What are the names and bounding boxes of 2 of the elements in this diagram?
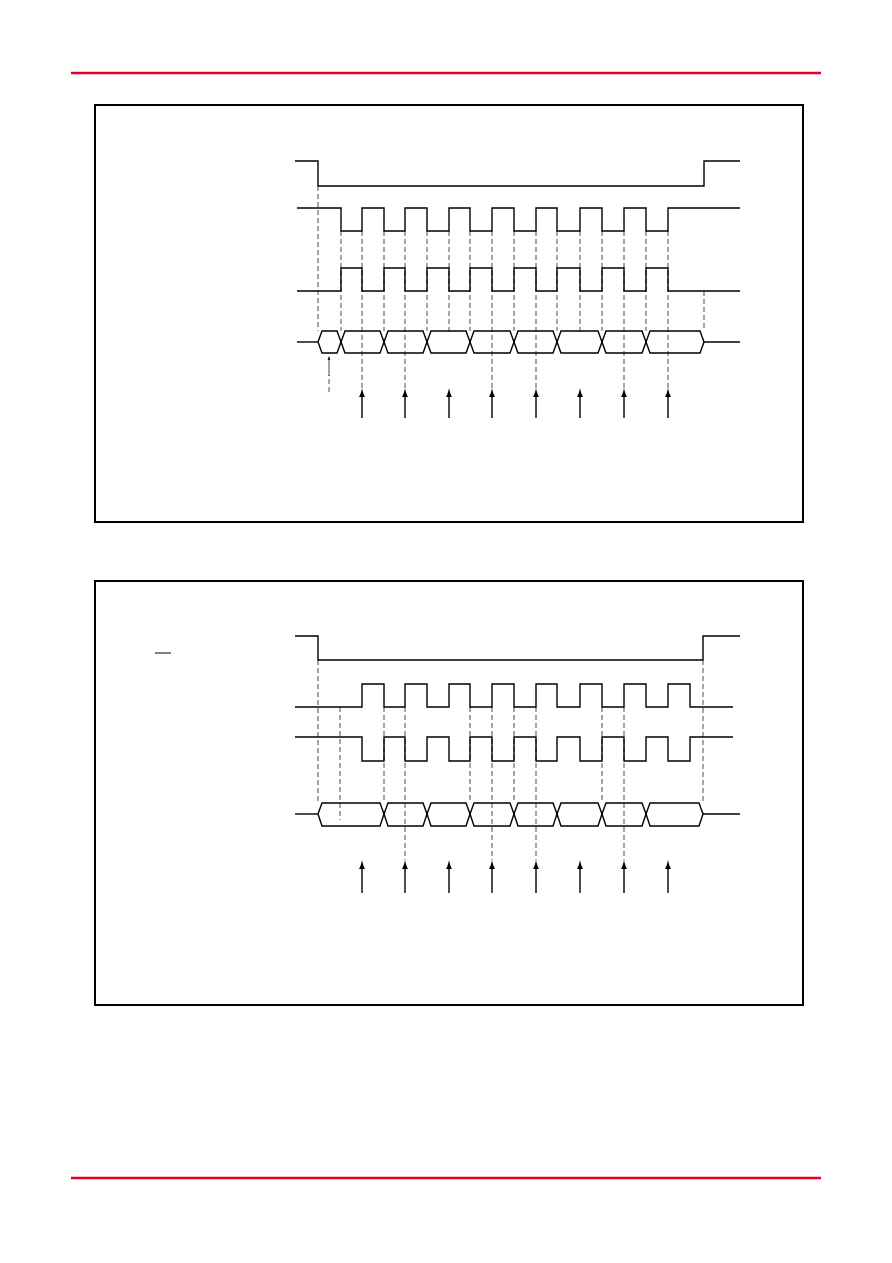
frame-box — [94, 580, 804, 1006]
frame-box — [94, 104, 804, 523]
